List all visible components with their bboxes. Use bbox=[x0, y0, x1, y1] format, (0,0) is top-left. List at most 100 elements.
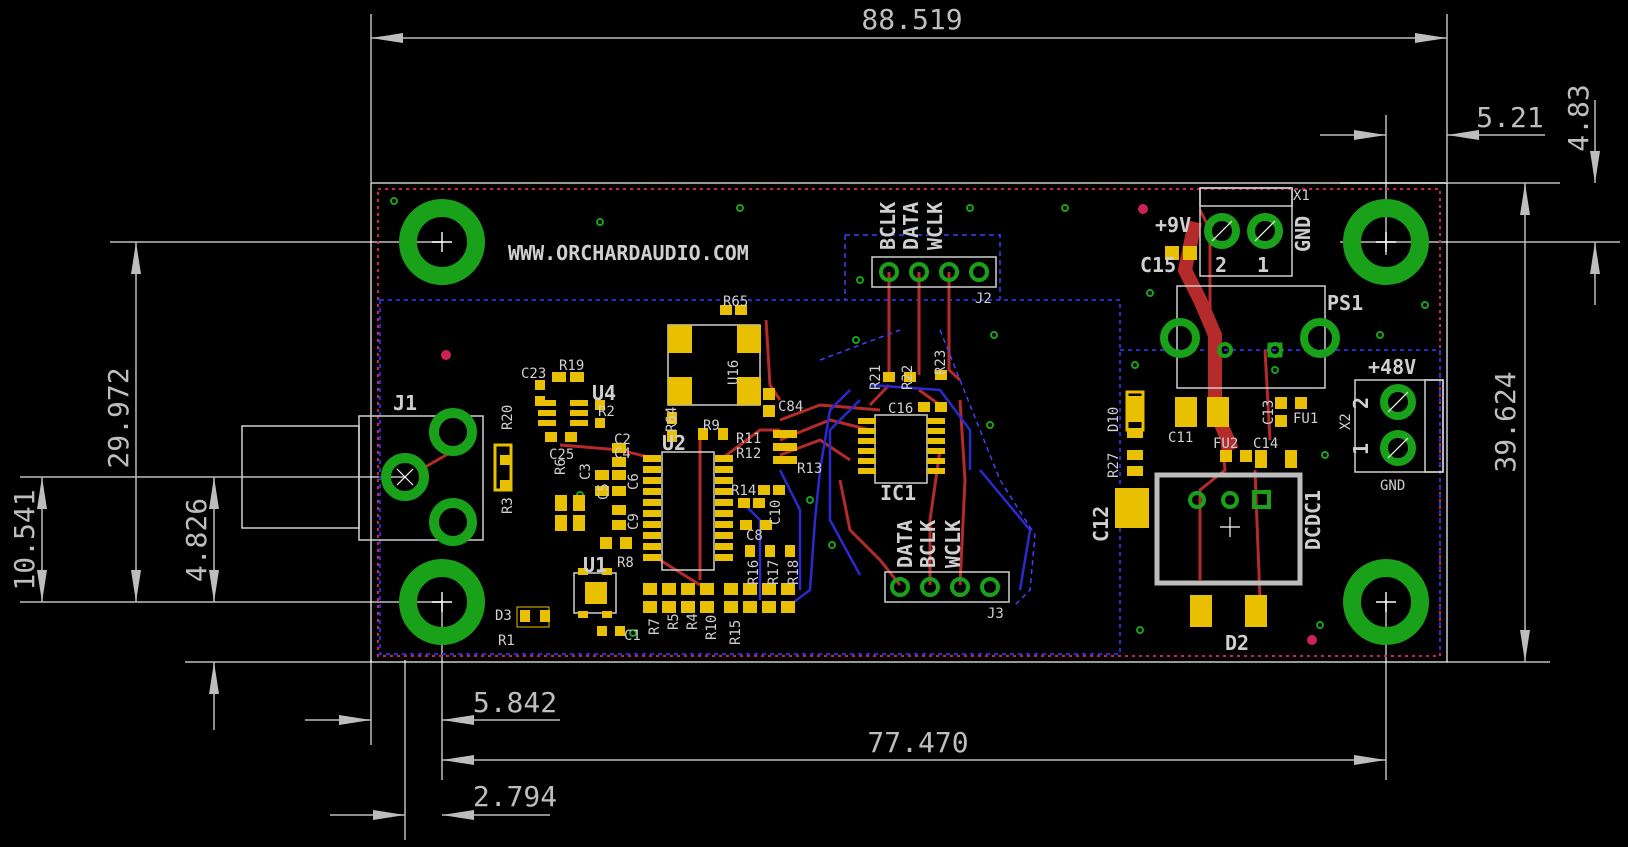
dim-offset-5842: 5.842 bbox=[473, 686, 557, 719]
ps1-label: PS1 bbox=[1327, 291, 1363, 315]
j3-label: J3 bbox=[987, 606, 1004, 622]
dim-offset-521: 5.21 bbox=[1476, 101, 1543, 134]
ic1-chip bbox=[874, 414, 928, 484]
r16-label: R16 bbox=[746, 560, 762, 585]
r64-label: R64 bbox=[664, 407, 680, 432]
x2-gnd-label: GND bbox=[1380, 478, 1405, 494]
j2-bclk-label: BCLK bbox=[876, 202, 900, 250]
r11-label: R11 bbox=[736, 431, 761, 447]
c10-label: C10 bbox=[768, 500, 784, 525]
mounting-hole-bl bbox=[399, 559, 485, 645]
j2-wclk-label: WCLK bbox=[923, 202, 947, 250]
x1-gnd-label: GND bbox=[1291, 216, 1315, 252]
c12-label: C12 bbox=[1089, 506, 1113, 542]
u4-label: U4 bbox=[592, 381, 616, 405]
j2-data-label: DATA bbox=[899, 202, 923, 250]
bottom-pour-outline bbox=[379, 299, 1121, 655]
c6-label: C6 bbox=[626, 473, 642, 490]
r2-label: R2 bbox=[598, 404, 615, 420]
fu1-label: FU1 bbox=[1293, 411, 1318, 427]
x2-terminal bbox=[1354, 379, 1444, 473]
dashed-silk bbox=[819, 234, 1036, 606]
dim-height-4826: 4.826 bbox=[180, 498, 213, 582]
r13-label: R13 bbox=[797, 461, 822, 477]
r14-label: R14 bbox=[731, 483, 756, 499]
d3-label: D3 bbox=[495, 608, 512, 624]
u2-chip bbox=[661, 451, 715, 571]
u4-pads bbox=[538, 400, 588, 426]
bottom-copper-traces bbox=[739, 383, 1032, 606]
r19-label: R19 bbox=[559, 358, 584, 374]
x1-pin1-label: 1 bbox=[1257, 253, 1269, 277]
r4-label: R4 bbox=[685, 613, 701, 630]
r17-label: R17 bbox=[766, 560, 782, 585]
d10-label: D10 bbox=[1106, 407, 1122, 432]
resistor-pads-row bbox=[643, 583, 795, 613]
x1-pin2-label: 2 bbox=[1215, 253, 1227, 277]
d2-label: D2 bbox=[1225, 631, 1249, 655]
j3-data-label: DATA bbox=[893, 520, 917, 568]
u1-label: U1 bbox=[583, 553, 607, 577]
u2-pads bbox=[643, 455, 733, 561]
dimension-arrows bbox=[37, 33, 1600, 820]
r3-label: R3 bbox=[500, 497, 516, 514]
c4-label: C4 bbox=[614, 446, 631, 462]
c16-label: C16 bbox=[888, 401, 913, 417]
u1-chip bbox=[573, 568, 617, 618]
x2-pin1-label: 1 bbox=[1349, 443, 1373, 455]
c3-label: C3 bbox=[578, 463, 594, 480]
r20-label: R20 bbox=[500, 405, 516, 430]
small-smd-pads bbox=[493, 246, 1307, 636]
c15-label: C15 bbox=[1140, 253, 1176, 277]
r65-label: R65 bbox=[723, 294, 748, 310]
dcdc1-label: DCDC1 bbox=[1301, 490, 1325, 550]
dim-offset-483: 4.83 bbox=[1562, 84, 1595, 151]
ps1-module bbox=[1160, 285, 1340, 389]
c11-label: C11 bbox=[1168, 430, 1193, 446]
plus9v-label: +9V bbox=[1155, 213, 1191, 237]
dcdc1-module bbox=[1154, 472, 1303, 586]
x2-pin2-label: 2 bbox=[1349, 397, 1373, 409]
r21-label: R21 bbox=[868, 365, 884, 390]
r22-label: R22 bbox=[900, 365, 916, 390]
red-vias bbox=[441, 204, 1317, 645]
u16-label: U16 bbox=[726, 360, 742, 385]
j3-bclk-label: BCLK bbox=[916, 520, 940, 568]
r12-label: R12 bbox=[736, 446, 761, 462]
c5-label: C5 bbox=[596, 483, 612, 500]
top-copper-traces bbox=[419, 209, 1272, 601]
x1-terminal bbox=[1199, 187, 1293, 277]
dim-hole-spacing: 77.470 bbox=[867, 726, 968, 759]
r5-label: R5 bbox=[666, 613, 682, 630]
j2-header bbox=[871, 256, 997, 288]
r18-label: R18 bbox=[786, 560, 802, 585]
bottom-pour-outline-right bbox=[1120, 349, 1441, 654]
r23-label: R23 bbox=[933, 350, 949, 375]
x1-label: X1 bbox=[1293, 188, 1310, 204]
r10-label: R10 bbox=[704, 615, 720, 640]
r1-label: R1 bbox=[498, 633, 515, 649]
ic1-label: IC1 bbox=[880, 481, 916, 505]
j3-wclk-label: WCLK bbox=[941, 520, 965, 568]
c9-label: C9 bbox=[626, 513, 642, 530]
c14-label: C14 bbox=[1253, 436, 1278, 452]
c2-label: C2 bbox=[614, 432, 631, 448]
r8-label: R8 bbox=[617, 555, 634, 571]
u16-module bbox=[667, 324, 761, 406]
u2-label: U2 bbox=[662, 431, 686, 455]
dim-overall-width: 88.519 bbox=[861, 3, 962, 36]
c8-label: C8 bbox=[746, 528, 763, 544]
board-outline bbox=[370, 182, 1448, 663]
r27-label: R27 bbox=[1106, 453, 1122, 478]
c84-label: C84 bbox=[778, 399, 803, 415]
j1-label: J1 bbox=[393, 391, 417, 415]
dim-height-39624: 39.624 bbox=[1489, 371, 1522, 472]
c23-label: C23 bbox=[521, 366, 546, 382]
j3-header bbox=[884, 571, 1010, 603]
vias bbox=[390, 197, 1429, 637]
mounting-hole-tl bbox=[399, 199, 485, 285]
plus48v-label: +48V bbox=[1368, 355, 1416, 379]
c25-label: C25 bbox=[549, 447, 574, 463]
j1-jack bbox=[241, 408, 484, 546]
